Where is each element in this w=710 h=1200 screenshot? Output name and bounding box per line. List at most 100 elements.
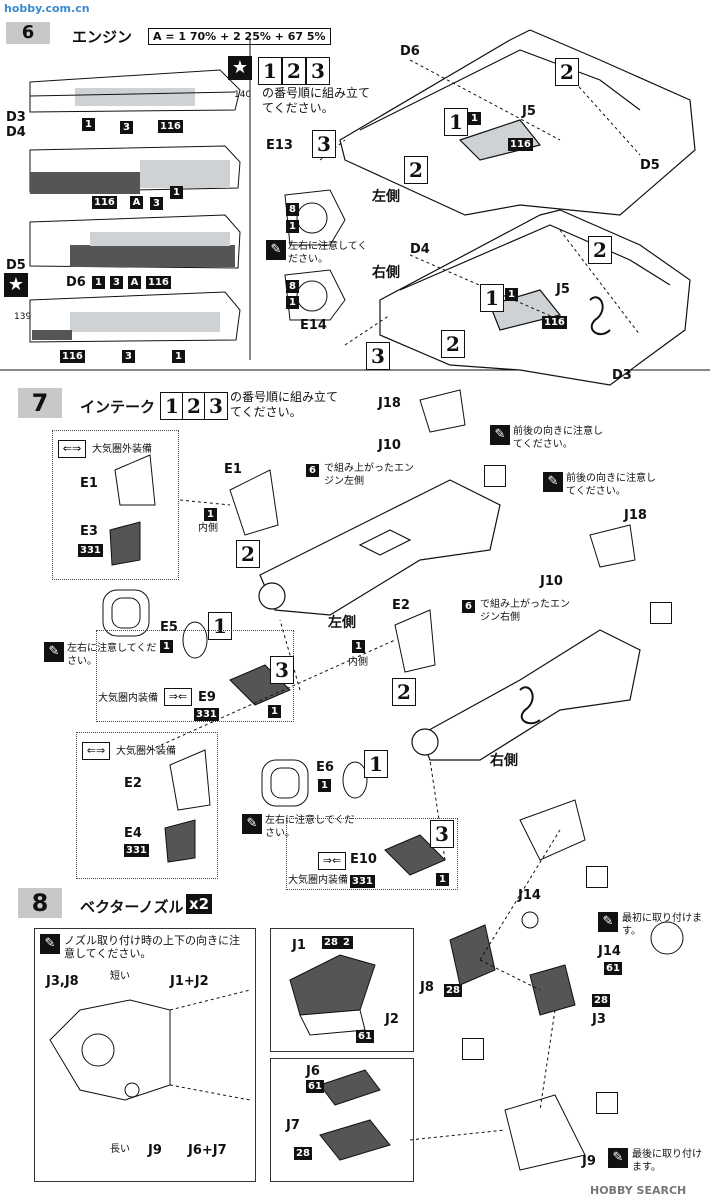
front-back-note-a: 前後の向きに注意してください。 bbox=[513, 426, 603, 450]
badge-331-d: 331 bbox=[350, 875, 375, 888]
label-e14: E14 bbox=[300, 318, 327, 333]
label-j3: J3 bbox=[592, 1012, 606, 1027]
outside-atmo-label-2: 大気圏外装備 bbox=[116, 746, 176, 757]
label-e9: E9 bbox=[198, 690, 216, 705]
badge-8-b: 8 bbox=[286, 280, 299, 293]
step7-order-3: 3 bbox=[204, 392, 228, 420]
badge-331-b: 331 bbox=[194, 708, 219, 721]
label-e6: E6 bbox=[316, 760, 334, 775]
intake-j18-left bbox=[419, 389, 466, 433]
label-j18-b: J18 bbox=[624, 508, 647, 523]
badge-1-h: 1 bbox=[505, 288, 518, 301]
badge-61-c: 61 bbox=[604, 962, 622, 975]
badge-3-c: 3 bbox=[110, 276, 123, 289]
badge-1-e: 1 bbox=[468, 112, 481, 125]
step7-num-2-a: 2 bbox=[236, 540, 260, 568]
caution-icon-g: ✎ bbox=[598, 912, 618, 932]
badge-3-d: 3 bbox=[122, 350, 135, 363]
lr-note-a: 左右に注意してください。 bbox=[67, 643, 157, 667]
caution-icon-b: ✎ bbox=[490, 425, 510, 445]
label-e5: E5 bbox=[160, 620, 178, 635]
caution-icon-a: ✎ bbox=[266, 240, 286, 260]
badge-1-step7e: 1 bbox=[318, 779, 331, 792]
step6-num-1-a: 1 bbox=[444, 108, 468, 136]
step-8-number: 8 bbox=[18, 888, 62, 918]
inside-label-a: 内側 bbox=[198, 523, 218, 534]
engine-part-view-4 bbox=[29, 291, 241, 343]
badge-116-e: 116 bbox=[508, 138, 533, 151]
nozzle-j1-j2 bbox=[289, 954, 376, 1036]
ring-e6 bbox=[342, 761, 368, 799]
order-box-1: 1 bbox=[258, 57, 282, 85]
label-e13: E13 bbox=[266, 138, 293, 153]
badge-a-b: A bbox=[130, 196, 143, 209]
engine-part-view-1 bbox=[29, 69, 241, 113]
step7-num-3-a: 3 bbox=[270, 656, 294, 684]
step6-lr-note: 左右に注意してください。 bbox=[288, 241, 368, 265]
last-note: 最後に取り付けます。 bbox=[632, 1149, 702, 1173]
intake-engine-left bbox=[258, 479, 501, 616]
front-back-note-b: 前後の向きに注意してください。 bbox=[566, 473, 656, 497]
color-mix-formula: A = 1 70% + 2 25% + 67 5% bbox=[148, 28, 331, 45]
badge-1-step7c: 1 bbox=[352, 640, 365, 653]
badge-1-g: 1 bbox=[286, 296, 299, 309]
caution-icon-e: ✎ bbox=[242, 814, 262, 834]
nozzle-note: ノズル取り付け時の上下の向きに注意してください。 bbox=[64, 934, 240, 960]
label-d5-right: D5 bbox=[640, 158, 660, 173]
no-glue-icon-d bbox=[462, 1038, 484, 1060]
step6-num-2-d: 2 bbox=[441, 330, 465, 358]
inside-atmo-box-2 bbox=[286, 818, 458, 890]
intake-e2-detail bbox=[169, 749, 211, 811]
star-mark-icon: ★ bbox=[228, 56, 252, 80]
intake-e1 bbox=[229, 469, 279, 536]
nozzle-orientation-panel bbox=[34, 928, 256, 1182]
label-j5-b: J5 bbox=[556, 282, 570, 297]
badge-8-a: 8 bbox=[286, 203, 299, 216]
label-left-side-7: 左側 bbox=[328, 615, 356, 631]
direction-icon-a: ⇐⇒ bbox=[58, 440, 86, 458]
engine-left-note: で組み上がったエンジン左側 bbox=[324, 463, 414, 487]
label-j14-a: J14 bbox=[518, 888, 541, 903]
badge-116-b: 116 bbox=[92, 196, 117, 209]
first-note: 最初に取り付けます。 bbox=[622, 913, 702, 937]
no-glue-icon-b bbox=[650, 602, 672, 624]
step-6-number-text: 6 bbox=[21, 22, 35, 43]
caution-icon-c: ✎ bbox=[543, 472, 563, 492]
label-e4: E4 bbox=[124, 826, 142, 841]
watermark-bottom: HOBBY SEARCH bbox=[590, 1184, 687, 1197]
watermark-top: hobby.com.cn bbox=[4, 2, 90, 15]
badge-28-c: 28 bbox=[444, 984, 462, 997]
intake-e3 bbox=[109, 521, 141, 566]
ref-6-b: 6 bbox=[462, 600, 475, 613]
no-glue-icon-e bbox=[596, 1092, 618, 1114]
ring-detail-1 bbox=[102, 589, 150, 637]
badge-28-d: 28 bbox=[592, 994, 610, 1007]
step-7-order-note: の番号順に組み立ててください。 bbox=[230, 390, 339, 419]
badge-116-f: 116 bbox=[542, 316, 567, 329]
star-mark-icon-2: ★ bbox=[4, 273, 28, 297]
label-d3-right: D3 bbox=[612, 368, 632, 383]
caution-icon-d: ✎ bbox=[44, 642, 64, 662]
outside-atmo-box-2 bbox=[76, 732, 218, 879]
step7-num-2-b: 2 bbox=[392, 678, 416, 706]
label-right-side-7: 右側 bbox=[490, 753, 518, 769]
step-7-title: インテーク bbox=[80, 398, 156, 416]
label-right-side: 右側 bbox=[372, 265, 400, 281]
badge-28-a: 28 bbox=[322, 936, 340, 949]
nozzle-j8 bbox=[449, 924, 496, 986]
badge-1-b: 1 bbox=[170, 186, 183, 199]
fan-disc-e13 bbox=[284, 189, 346, 246]
step7-num-1-b: 1 bbox=[364, 750, 388, 778]
ref-6-a: 6 bbox=[306, 464, 319, 477]
step6-num-2-c: 2 bbox=[588, 236, 612, 264]
step7-num-1-a: 1 bbox=[208, 612, 232, 640]
engine-left-half bbox=[339, 29, 696, 216]
intake-e4 bbox=[164, 819, 196, 863]
direction-icon-d: ⇒⇐ bbox=[318, 852, 346, 870]
label-e1-detail: E1 bbox=[80, 476, 98, 491]
badge-61-a: 61 bbox=[356, 1030, 374, 1043]
step-6-number: 6 bbox=[6, 22, 50, 44]
nozzle-top-piece bbox=[519, 799, 586, 861]
badge-1-step7a: 1 bbox=[204, 508, 217, 521]
